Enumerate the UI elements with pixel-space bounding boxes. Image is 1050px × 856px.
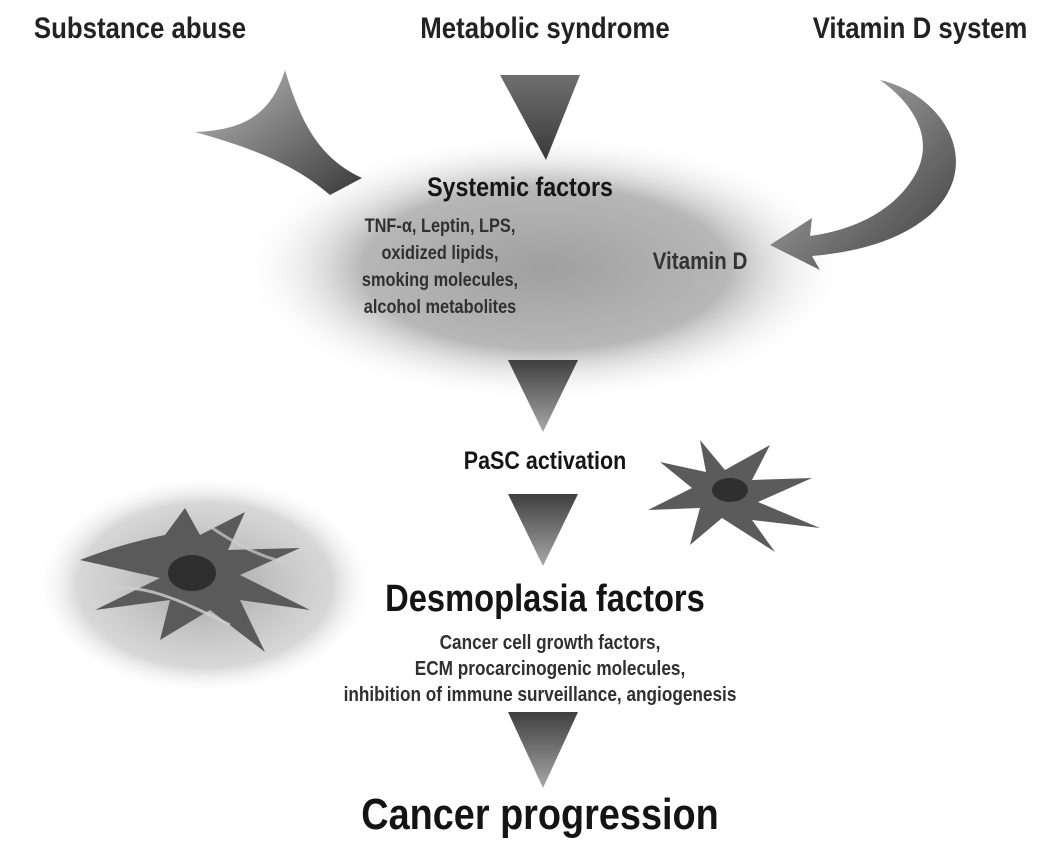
arrow-vitamin-d-system	[770, 80, 956, 270]
desmoplasia-factors-title: Desmoplasia factors	[385, 578, 705, 620]
systemic-factors-item: oxidized lipids,	[381, 243, 499, 264]
pasc-activation-label: PaSC activation	[463, 447, 627, 475]
arrow-metabolic-syndrome	[500, 75, 580, 160]
source-substance-abuse: Substance abuse	[33, 12, 247, 45]
source-metabolic-syndrome: Metabolic syndrome	[420, 12, 670, 45]
systemic-factors-item: smoking molecules,	[361, 270, 519, 291]
desmoplasia-item: Cancer cell growth factors,	[439, 632, 661, 654]
arrow-systemic-to-pasc	[508, 360, 578, 432]
pasc-cell-icon	[648, 440, 820, 552]
arrow-desmoplasia-to-cancer	[508, 712, 578, 788]
arrow-substance-abuse	[195, 70, 362, 195]
systemic-factors-title: Systemic factors	[427, 172, 613, 202]
cancer-progression-label: Cancer progression	[361, 790, 719, 839]
systemic-halo	[240, 133, 850, 403]
vitamin-d-label: Vitamin D	[652, 248, 748, 275]
systemic-factors-item: alcohol metabolites	[363, 297, 517, 318]
desmoplasia-item: ECM procarcinogenic molecules,	[414, 658, 686, 680]
desmoplasia-cell-icon	[35, 475, 375, 695]
systemic-factors-item: TNF-α, Leptin, LPS,	[364, 216, 516, 237]
arrow-pasc-to-desmoplasia	[508, 494, 578, 566]
desmoplasia-item: inhibition of immune surveillance, angio…	[343, 684, 737, 706]
source-vitamin-d-system: Vitamin D system	[812, 12, 1028, 45]
